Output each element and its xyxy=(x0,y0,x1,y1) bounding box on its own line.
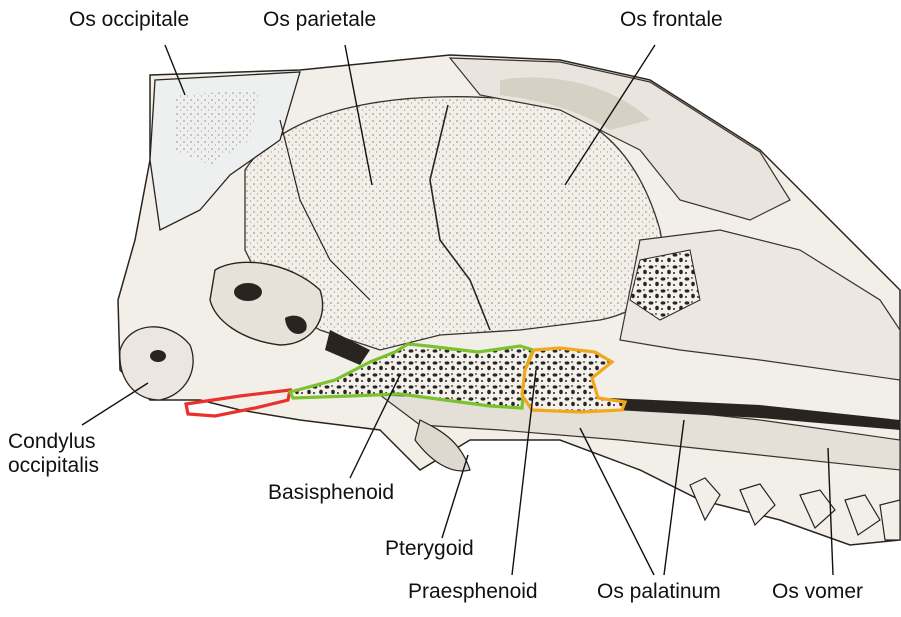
label-basisphenoid: Basisphenoid xyxy=(268,481,394,505)
label-condylus-line1: Condylus xyxy=(8,430,99,454)
skull-body xyxy=(118,55,900,545)
label-os-palatinum: Os palatinum xyxy=(597,580,721,604)
leader-condylus xyxy=(82,383,148,425)
label-condylus-occipitalis: Condylus occipitalis xyxy=(8,430,99,478)
label-os-occipitale: Os occipitale xyxy=(69,8,189,32)
label-os-vomer: Os vomer xyxy=(772,580,863,604)
label-praesphenoid: Praesphenoid xyxy=(408,580,538,604)
label-os-frontale: Os frontale xyxy=(620,8,723,32)
label-condylus-line2: occipitalis xyxy=(8,454,99,478)
label-pterygoid: Pterygoid xyxy=(385,537,474,561)
label-os-parietale: Os parietale xyxy=(263,8,376,32)
